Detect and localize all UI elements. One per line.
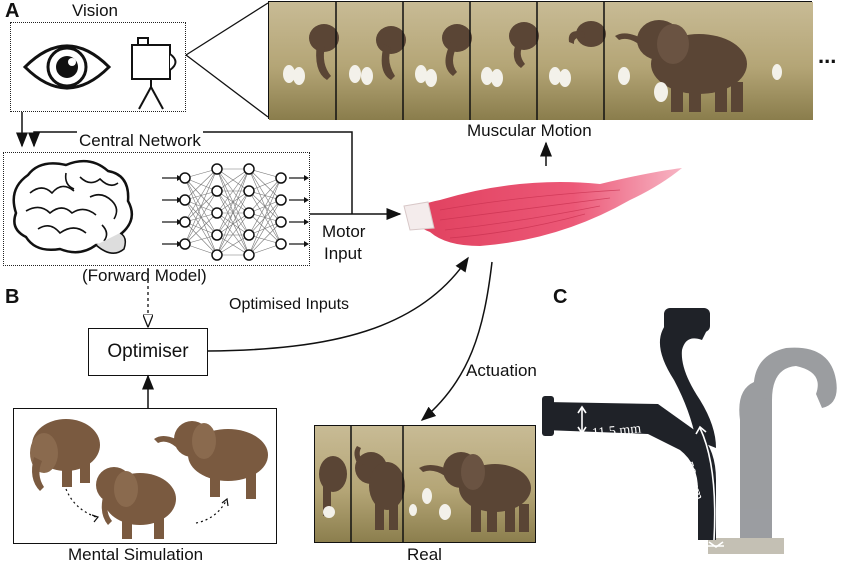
motor-input-label-line1: Motor bbox=[322, 222, 366, 241]
real-label: Real bbox=[407, 545, 442, 564]
actuator-svg bbox=[542, 308, 837, 554]
motion-frame-strip bbox=[268, 1, 813, 120]
motor-input-label-line2: Input bbox=[324, 244, 362, 263]
actuation-label: Actuation bbox=[466, 361, 537, 380]
brain-icon bbox=[12, 159, 134, 254]
neural-network-icon bbox=[162, 163, 309, 261]
central-network-box bbox=[3, 152, 310, 266]
vision-label: Vision bbox=[72, 1, 118, 20]
optimiser-label: Optimiser bbox=[107, 341, 189, 362]
real-frame-strip bbox=[314, 425, 536, 543]
vision-box bbox=[10, 22, 186, 112]
optimised-inputs-label: Optimised Inputs bbox=[229, 296, 350, 313]
panel-label-a: A bbox=[5, 0, 20, 22]
mental-simulation-box bbox=[13, 408, 277, 544]
real-frames-svg bbox=[315, 426, 535, 542]
panel-label-b: B bbox=[5, 286, 20, 308]
motion-frames-svg bbox=[269, 2, 813, 120]
soft-actuator-image: 11.5 mm 59 mm bbox=[540, 300, 858, 560]
elephant-image bbox=[30, 419, 268, 539]
mental-simulation-label: Mental Simulation bbox=[68, 545, 204, 564]
frame-ellipsis: ... bbox=[818, 43, 837, 68]
central-network-label: Central Network bbox=[77, 131, 203, 151]
panel-label-c: C bbox=[553, 286, 568, 308]
muscular-motion-label: Muscular Motion bbox=[467, 121, 592, 140]
eye-icon bbox=[22, 44, 112, 90]
forward-model-label: (Forward Model) bbox=[82, 266, 207, 285]
camera-icon bbox=[131, 37, 177, 110]
optimiser-box: Optimiser bbox=[88, 328, 208, 376]
